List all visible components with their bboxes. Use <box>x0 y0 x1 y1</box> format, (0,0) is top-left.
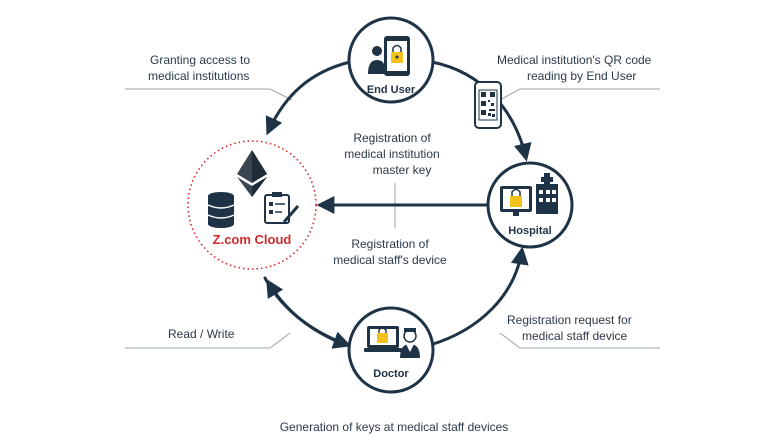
label-qr-line2: reading by End User <box>527 69 637 83</box>
arrow-doctor-to-hospital <box>428 246 529 347</box>
label-read-write: Read / Write <box>168 327 235 341</box>
leader-qr <box>499 88 660 101</box>
label-generation: Generation of keys at medical staff devi… <box>279 420 509 434</box>
arrow-cloud-to-doctor <box>263 276 352 349</box>
leader-lines <box>125 88 660 349</box>
label-granting-line1: Granting access to <box>150 53 251 67</box>
label-reg-staff-line1: Registration of <box>351 237 429 251</box>
hospital-title: Hospital <box>508 225 552 237</box>
leader-read-write <box>125 332 291 349</box>
label-reg-request-line1: Registration request for <box>507 313 632 327</box>
phone-user-icon <box>368 36 410 76</box>
database-icon <box>207 192 235 228</box>
cloud-dotted-circle <box>187 140 317 270</box>
doctor-laptop-icon <box>364 326 420 358</box>
label-reg-request-line2: medical staff device <box>522 329 628 343</box>
qr-phone-icon <box>474 81 502 129</box>
label-reg-staff-line2: medical staff's device <box>333 253 447 267</box>
cloud-title: Z.com Cloud <box>212 232 292 247</box>
arrow-enduser-to-cloud <box>265 60 352 136</box>
doctor-title: Doctor <box>373 368 409 380</box>
hospital-node <box>486 161 574 249</box>
hospital-icon <box>500 173 558 216</box>
label-qr-line1: Medical institution's QR code <box>497 53 652 67</box>
leader-reg-request <box>499 332 660 349</box>
label-reg-master-line3: master key <box>372 163 432 177</box>
end-user-node <box>347 16 435 104</box>
leader-granting <box>125 88 293 101</box>
doctor-node <box>347 306 435 394</box>
clipboard-icon <box>264 192 300 224</box>
label-reg-master-line1: Registration of <box>353 131 431 145</box>
label-reg-master-line2: medical institution <box>344 147 440 161</box>
label-granting-line2: medical institutions <box>148 69 250 83</box>
ethereum-icon <box>237 150 267 197</box>
arrow-doctor-to-cloud <box>266 278 348 347</box>
end-user-title: End User <box>366 84 416 96</box>
